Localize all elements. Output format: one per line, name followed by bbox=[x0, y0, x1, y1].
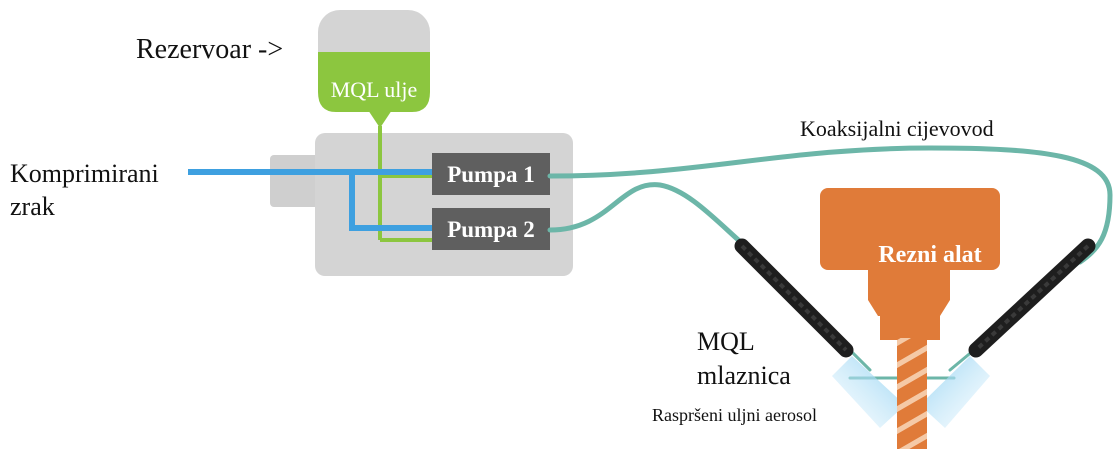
unit-side-block bbox=[270, 155, 320, 207]
drill-bit bbox=[897, 338, 927, 449]
oil-level bbox=[318, 52, 430, 112]
reservoir-label: Rezervoar -> bbox=[136, 34, 283, 65]
cutting-tool-label: Rezni alat bbox=[878, 242, 981, 268]
mql-nozzle-left bbox=[734, 238, 854, 358]
compressed-air-label-line1: Komprimirani bbox=[10, 159, 159, 188]
aerosol-spray-left bbox=[832, 356, 905, 428]
pump-2 bbox=[432, 208, 550, 250]
pump-2-label: Pumpa 2 bbox=[447, 217, 535, 242]
pump-1 bbox=[432, 153, 550, 195]
aerosol-label: Raspršeni uljni aerosol bbox=[652, 405, 817, 425]
cutting-tool bbox=[820, 188, 1000, 449]
mql-nozzle-right bbox=[968, 238, 1096, 358]
reservoir bbox=[318, 10, 430, 128]
oil-lines bbox=[378, 126, 432, 242]
nozzle-label-line1: MQL bbox=[697, 327, 755, 356]
pump-1-label: Pumpa 1 bbox=[447, 162, 535, 187]
nozzle-label-line2: mlaznica bbox=[697, 361, 791, 390]
compressed-air-label-line2: zrak bbox=[10, 192, 55, 221]
coaxial-pipe-label: Koaksijalni cijevovod bbox=[800, 116, 994, 141]
oil-label: MQL ulje bbox=[331, 77, 418, 102]
air-lines bbox=[188, 169, 432, 231]
aerosol-spray-right bbox=[920, 356, 990, 428]
